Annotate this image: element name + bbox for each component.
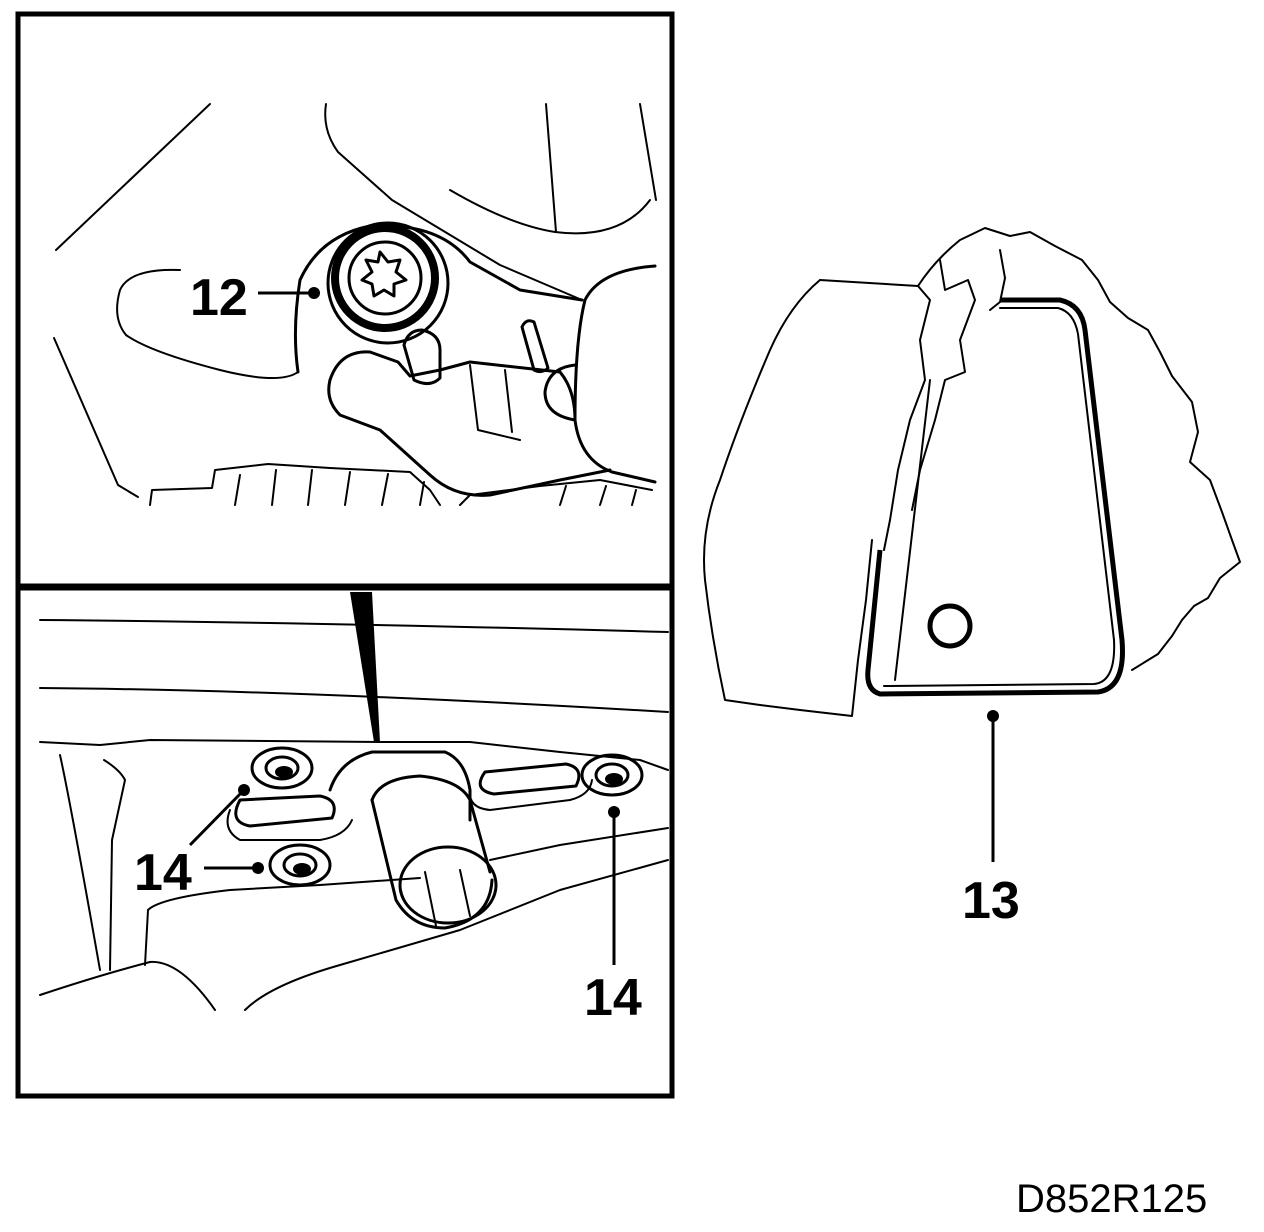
cover-part: 13 xyxy=(703,227,1241,930)
cover-torn-outline xyxy=(911,259,976,511)
upper-outline xyxy=(53,337,139,498)
bracket-lug xyxy=(116,268,299,379)
upper-outline xyxy=(449,189,651,235)
rail-line xyxy=(39,619,669,633)
shaft-tube xyxy=(370,774,492,874)
mounting-plate xyxy=(103,759,126,971)
screw-head-ring xyxy=(331,224,439,332)
shaft-housing xyxy=(543,363,577,422)
callout-12-label: 12 xyxy=(190,269,248,327)
section-marker xyxy=(350,592,380,742)
cover-torn-outline xyxy=(819,227,1241,671)
locating-pin xyxy=(402,328,442,385)
shaft-tube xyxy=(370,798,494,930)
screw-head-inner xyxy=(347,240,423,316)
cover-torn-outline xyxy=(883,285,931,551)
upper-outline xyxy=(545,103,557,233)
shaft-tube-end xyxy=(424,869,471,927)
nut-lower-left xyxy=(268,843,332,887)
callout-14-dot xyxy=(608,806,620,818)
torx-socket-icon xyxy=(360,250,408,298)
lower-detail-panel: 14 14 xyxy=(15,585,675,1099)
shaft-housing xyxy=(573,264,657,484)
callout-14-label-left: 14 xyxy=(134,844,192,902)
slot-right xyxy=(468,779,593,811)
ribbed-section xyxy=(459,479,653,506)
mounting-plate xyxy=(244,859,669,1011)
bracket-plate xyxy=(327,378,612,497)
mounting-plate xyxy=(59,754,101,971)
cover-gasket xyxy=(894,379,931,681)
upper-outline xyxy=(639,103,657,201)
locating-pin xyxy=(520,319,550,374)
figure-reference: D852R125 xyxy=(1016,1177,1207,1221)
bracket-plate xyxy=(504,369,513,433)
lower-panel-frame xyxy=(15,585,675,1099)
callout-12-dot xyxy=(308,287,320,299)
ribbed-section xyxy=(234,469,425,506)
upper-outline xyxy=(324,103,583,301)
shaft-mount xyxy=(328,750,472,822)
cover-gasket xyxy=(883,307,1116,687)
ribbed-section xyxy=(149,463,441,506)
callout-14-dot xyxy=(238,784,250,796)
cover-torn-outline xyxy=(989,249,1006,311)
callout-14-leader xyxy=(188,788,246,847)
shaft-tube-end xyxy=(398,845,498,925)
nut-upper-left xyxy=(250,746,314,790)
rail-line xyxy=(39,687,669,713)
callout-13-label: 13 xyxy=(962,872,1020,930)
mounting-plate xyxy=(489,827,669,861)
upper-detail-panel: 12 xyxy=(15,11,675,589)
bracket-plate xyxy=(328,350,577,422)
callout-14-label-right: 14 xyxy=(584,969,642,1027)
bracket-plate xyxy=(469,364,521,441)
bracket-plate xyxy=(293,224,584,374)
nut-right xyxy=(580,753,644,797)
cover-mounting-hole xyxy=(927,603,973,649)
slot-left xyxy=(226,809,353,841)
mounting-plate xyxy=(144,877,421,966)
callout-14-dot xyxy=(252,862,264,874)
upper-outline xyxy=(55,103,211,251)
cover-torn-outline xyxy=(703,279,873,717)
cover-gasket xyxy=(865,297,1125,697)
slot-right xyxy=(478,762,581,796)
slot-left xyxy=(234,794,336,828)
mounting-plate xyxy=(39,960,216,1011)
screw-head-outer xyxy=(326,221,450,345)
ribbed-section xyxy=(559,485,637,506)
